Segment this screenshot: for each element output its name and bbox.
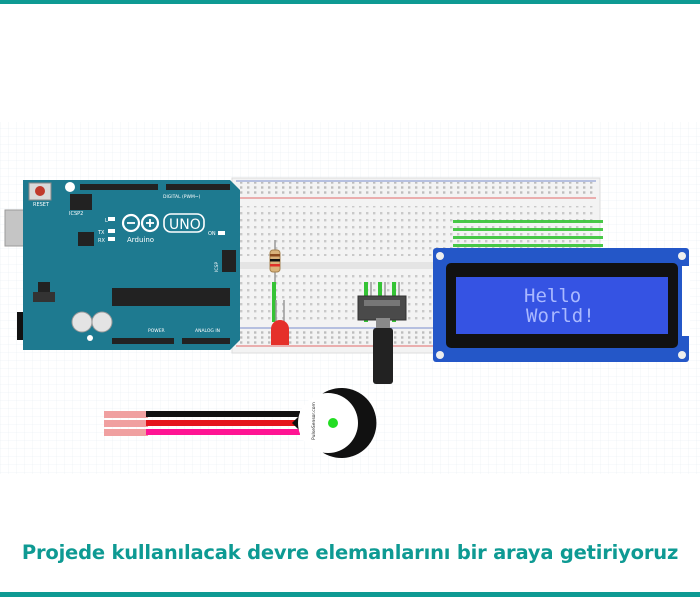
digital-header xyxy=(166,184,230,190)
icsp-label: ICSP xyxy=(214,262,220,272)
tx-led xyxy=(108,229,115,233)
sensor-label: PulseSensor.com xyxy=(311,402,317,440)
lcd-line-1: Hello xyxy=(524,285,581,307)
icsp2-label: ICSP2 xyxy=(69,211,83,217)
lcd-side-edge xyxy=(682,266,690,336)
tx-label: TX xyxy=(97,230,105,236)
mount-hole xyxy=(678,351,686,359)
on-led xyxy=(218,231,225,235)
usb-chip xyxy=(78,232,94,246)
mount-hole xyxy=(436,351,444,359)
mount-hole xyxy=(436,252,444,260)
sensor-led-icon xyxy=(328,418,338,428)
capacitor xyxy=(72,312,92,332)
wire-tip xyxy=(104,429,148,436)
reset-button-cap xyxy=(35,186,45,196)
l-led xyxy=(108,217,115,221)
bottom-accent-bar xyxy=(0,592,700,597)
arduino-uno-board: RESET ICSP2 DIGITAL (PWM~) L TX RX UNO A… xyxy=(5,180,240,350)
mount-hole xyxy=(87,335,93,341)
board-pcb xyxy=(23,180,240,350)
wire-tip xyxy=(104,420,148,427)
model-label: UNO xyxy=(169,217,201,233)
icsp2-header xyxy=(70,194,92,210)
rx-led xyxy=(108,237,115,241)
mount-hole xyxy=(678,252,686,260)
l-label: L xyxy=(105,218,108,224)
voltage-regulator-tab xyxy=(33,292,55,302)
led-body xyxy=(271,320,289,345)
wire-tip xyxy=(104,411,148,418)
rx-label: RX xyxy=(98,238,105,244)
brand-label: Arduino xyxy=(127,236,154,244)
on-label: ON xyxy=(208,231,216,237)
digital-header xyxy=(80,184,158,190)
power-header xyxy=(112,338,174,344)
capacitor xyxy=(92,312,112,332)
icsp-header xyxy=(222,250,236,272)
analog-label: ANALOG IN xyxy=(195,328,220,334)
digital-label: DIGITAL (PWM~) xyxy=(163,194,201,200)
lcd-line-2: World! xyxy=(526,305,595,327)
atmega-chip xyxy=(112,288,230,306)
mount-hole xyxy=(65,182,75,192)
lcd-module: Hello World! xyxy=(433,248,690,362)
caption-text: Projede kullanılacak devre elemanlarını … xyxy=(0,541,700,564)
reset-label: RESET xyxy=(33,202,50,208)
analog-header xyxy=(182,338,230,344)
power-label: POWER xyxy=(148,328,165,334)
